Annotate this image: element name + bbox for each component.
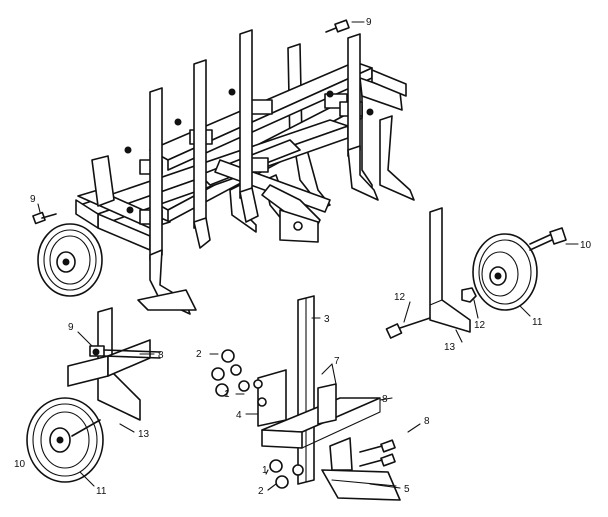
- callout-8-bottom: 8: [424, 416, 430, 427]
- callout-leaders: [37, 21, 579, 491]
- left-front-wheel: [37, 223, 103, 297]
- callout-5: 5: [404, 484, 410, 495]
- callout-12-a: 12: [394, 292, 406, 303]
- callout-13-left: 13: [138, 429, 150, 440]
- cultivator-assembly: [32, 19, 415, 315]
- callout-10-left: 10: [14, 459, 26, 470]
- loose-bolt-top: [325, 19, 350, 33]
- callout-11-left: 11: [96, 486, 107, 497]
- front-shanks: [137, 29, 379, 315]
- frame-bolts: [124, 88, 374, 214]
- right-wheel-detail: [385, 207, 567, 339]
- callout-12-b: 12: [474, 320, 486, 331]
- callout-3: 3: [324, 314, 330, 325]
- callout-11-right: 11: [532, 317, 543, 328]
- callout-2-top: 2: [196, 349, 202, 360]
- callout-8-mid: 8: [382, 394, 388, 405]
- callout-10: 10: [580, 240, 592, 251]
- callout-1-bottom: 1: [262, 465, 268, 476]
- left-wheel-detail: [26, 307, 161, 483]
- callout-9-mid: 9: [68, 322, 74, 333]
- callout-labels: 9 9 10 11 12 12 13 9 8 13 10 11 3 7 2 1 …: [14, 17, 592, 497]
- callout-9-left: 9: [30, 194, 36, 205]
- callout-4: 4: [236, 410, 242, 421]
- center-shank-detail: [211, 295, 401, 501]
- callout-2-bottom: 2: [258, 486, 264, 497]
- callout-13-right: 13: [444, 342, 456, 353]
- callout-1-top: 1: [224, 389, 230, 400]
- callout-8-left: 8: [158, 350, 164, 361]
- loose-bolt-left: [32, 211, 57, 225]
- callout-7: 7: [334, 356, 340, 367]
- callout-9-top: 9: [366, 17, 372, 28]
